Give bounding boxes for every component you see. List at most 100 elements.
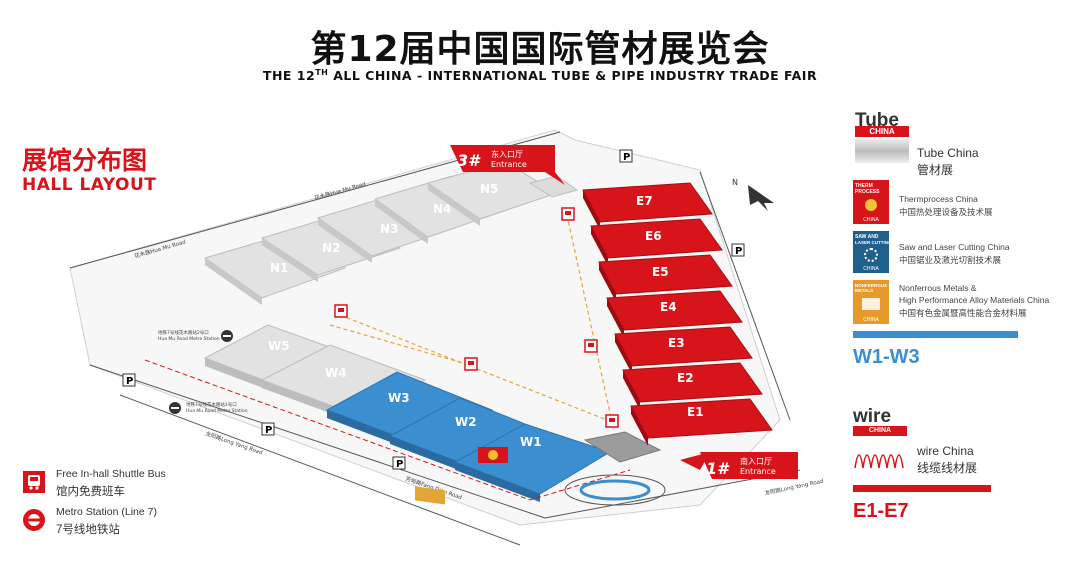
- w-range-bar: [853, 331, 1018, 338]
- svg-text:N4: N4: [433, 202, 451, 216]
- e-range-bar: [853, 485, 991, 492]
- east-entrance-number: 3#: [457, 151, 481, 170]
- svg-text:E6: E6: [645, 229, 662, 243]
- west-halls: W5 W4 W3 W2 W1: [203, 324, 662, 505]
- parking-icons: P P P P P: [122, 149, 745, 470]
- parking-icon[interactable]: P: [731, 243, 745, 257]
- thermprocess-label-en: Thermprocess China: [899, 194, 978, 204]
- hall-e1[interactable]: E1: [630, 398, 773, 446]
- metro-icon[interactable]: [221, 330, 233, 342]
- station-a-label-cn: 地铁7号线花木路站2号口: [158, 329, 209, 336]
- saw-laser-label-en: Saw and Laser Cutting China: [899, 242, 1010, 252]
- wire-logo-text: wire: [853, 406, 892, 427]
- south-roundabout: [564, 474, 666, 506]
- south-entrance-callout[interactable]: 1# 南入口厅 Entrance: [680, 452, 798, 479]
- svg-text:P: P: [623, 152, 630, 163]
- svg-text:N: N: [732, 178, 738, 187]
- south-entrance-en: Entrance: [740, 467, 776, 476]
- east-entrance-en: Entrance: [491, 160, 527, 169]
- wire-coil-icon: [854, 454, 904, 469]
- saw-blade-icon: [864, 248, 878, 262]
- svg-text:E5: E5: [652, 265, 669, 279]
- exhibition-legend-panel: Tube CHINA Tube China 管材展 THERM PROCESS …: [853, 110, 1073, 570]
- perimeter-route: [144, 359, 631, 501]
- hall-e2[interactable]: E2: [622, 362, 763, 410]
- hall-layout-title-en: HALL LAYOUT: [22, 175, 157, 195]
- svg-text:N2: N2: [322, 241, 340, 255]
- svg-text:P: P: [126, 376, 133, 387]
- bus-stops: [334, 207, 619, 428]
- svg-text:E4: E4: [660, 300, 677, 314]
- station-b-label-cn: 地铁7号线花木路站1号口: [186, 401, 237, 408]
- saw-laser-label-cn: 中国锯业及激光切割技术展: [899, 255, 1002, 265]
- bus-stop-icon[interactable]: [584, 339, 598, 353]
- metro-station-icon: [23, 509, 45, 531]
- wire-china-label-en: wire China: [917, 444, 974, 458]
- wire-logo-china: CHINA: [853, 426, 907, 436]
- hall-w2-logo: [415, 486, 445, 505]
- hall-e6[interactable]: E6: [590, 218, 723, 266]
- svg-text:W1: W1: [520, 435, 542, 449]
- svg-text:E1: E1: [687, 405, 704, 419]
- station-b-label-en: Hua Mu Road Metro Station: [186, 408, 248, 414]
- south-entrance-cn: 南入口厅: [740, 456, 772, 466]
- svg-text:W3: W3: [388, 391, 410, 405]
- shuttle-routes: [329, 214, 613, 423]
- bus-stop-icon[interactable]: [605, 414, 619, 428]
- shuttle-bus-icon: [23, 471, 45, 493]
- east-entrance-callout[interactable]: 3# 东入口厅 Entrance: [450, 145, 565, 185]
- hall-w1[interactable]: W1: [453, 423, 612, 502]
- svg-text:E7: E7: [636, 194, 653, 208]
- svg-text:W2: W2: [455, 415, 477, 429]
- svg-text:P: P: [396, 459, 403, 470]
- svg-text:W4: W4: [325, 366, 347, 380]
- svg-text:P: P: [735, 246, 742, 257]
- nonferrous-label-cn: 中国有色金属暨高性能合金材料展: [899, 308, 1027, 318]
- nonferrous-logo: NONFERROUS METALS CHINA: [853, 280, 889, 324]
- hall-e3[interactable]: E3: [614, 326, 753, 374]
- bus-stop-icon[interactable]: [561, 207, 575, 221]
- south-entrance-building: [583, 431, 662, 463]
- bus-stop-icon[interactable]: [334, 304, 348, 318]
- tube-logo-china: CHINA: [855, 126, 909, 137]
- nonferrous-label-en-1: Nonferrous Metals &: [899, 283, 977, 293]
- w-range-label: W1-W3: [853, 346, 920, 368]
- station-a-label-en: Hua Mu Road Metro Station: [158, 336, 220, 342]
- bus-stop-icon[interactable]: [464, 357, 478, 371]
- page-subtitle: THE 12TH ALL CHINA - INTERNATIONAL TUBE …: [262, 68, 818, 84]
- e-range-label: E1-E7: [853, 500, 909, 522]
- north-arrow-icon: N: [732, 178, 774, 211]
- svg-text:N3: N3: [380, 222, 398, 236]
- parking-icon[interactable]: P: [619, 149, 633, 163]
- hall-e4[interactable]: E4: [606, 290, 743, 338]
- svg-text:E3: E3: [668, 336, 685, 350]
- east-entrance-cn: 东入口厅: [491, 149, 523, 159]
- metro-icon[interactable]: [169, 402, 181, 414]
- thermprocess-sun-icon: [865, 199, 877, 211]
- nonferrous-label-en-2: High Performance Alloy Materials China: [899, 295, 1050, 305]
- page-title: 第12届中国国际管材展览会: [310, 29, 770, 70]
- svg-text:E2: E2: [677, 371, 694, 385]
- thermprocess-logo: THERM PROCESS CHINA: [853, 180, 889, 224]
- parking-icon[interactable]: P: [261, 422, 275, 436]
- svg-text:W5: W5: [268, 339, 290, 353]
- svg-text:N5: N5: [480, 182, 498, 196]
- tube-china-label-cn: 管材展: [917, 163, 954, 177]
- hall-e5[interactable]: E5: [598, 254, 733, 302]
- parking-icon[interactable]: P: [122, 373, 136, 387]
- svg-text:P: P: [265, 425, 272, 436]
- east-entrance-building: [528, 175, 579, 198]
- parking-icon[interactable]: P: [392, 456, 406, 470]
- north-halls: N1 N2 N3 N4 N5: [203, 161, 579, 305]
- hall-e7[interactable]: E7: [582, 182, 713, 230]
- east-halls: E7 E6 E5 E4 E3 E2 E1: [582, 182, 773, 446]
- wire-china-label-cn: 线缆线材展: [917, 461, 978, 475]
- south-entrance-number: 1#: [706, 459, 730, 478]
- road-label-south-1: 龙阳路Long Yang Road: [204, 429, 263, 456]
- hall-n5[interactable]: N5: [426, 161, 559, 226]
- saw-laser-logo: SAW AND LASER CUTTING CHINA: [853, 231, 892, 273]
- thermprocess-label-cn: 中国热处理设备及技术展: [899, 207, 993, 217]
- tube-logo-text: Tube: [855, 110, 899, 131]
- hall-layout-title-cn: 展馆分布图: [22, 146, 148, 175]
